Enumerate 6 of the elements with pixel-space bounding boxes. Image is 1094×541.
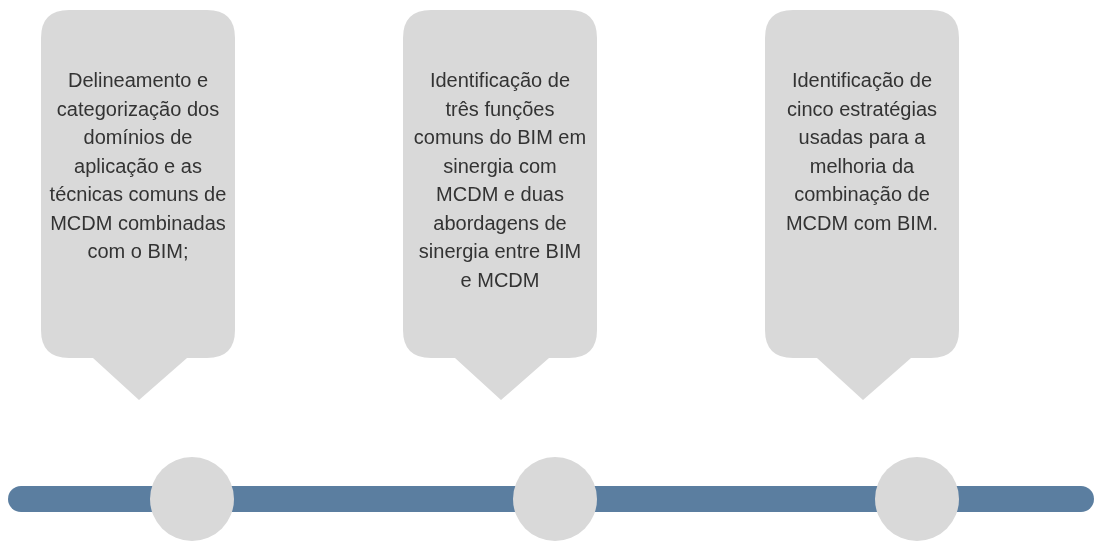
callout-box — [403, 10, 597, 402]
callout-text: Identificação de três funções comuns do BIM em sinergia com MCDM e duas abordagens de sinergia entre BIM e MCDM — [412, 68, 588, 293]
callout-box — [41, 10, 235, 402]
callout-box — [765, 10, 959, 402]
callout-text: Identificação de cinco estratégias usadas para a melhoria da combinação de MCDM com BIM. — [784, 68, 940, 236]
callout-text: Delineamento e categorização dos domínios de aplicação e as técnicas comuns de MCDM combinadas com o BIM; — [49, 68, 227, 264]
